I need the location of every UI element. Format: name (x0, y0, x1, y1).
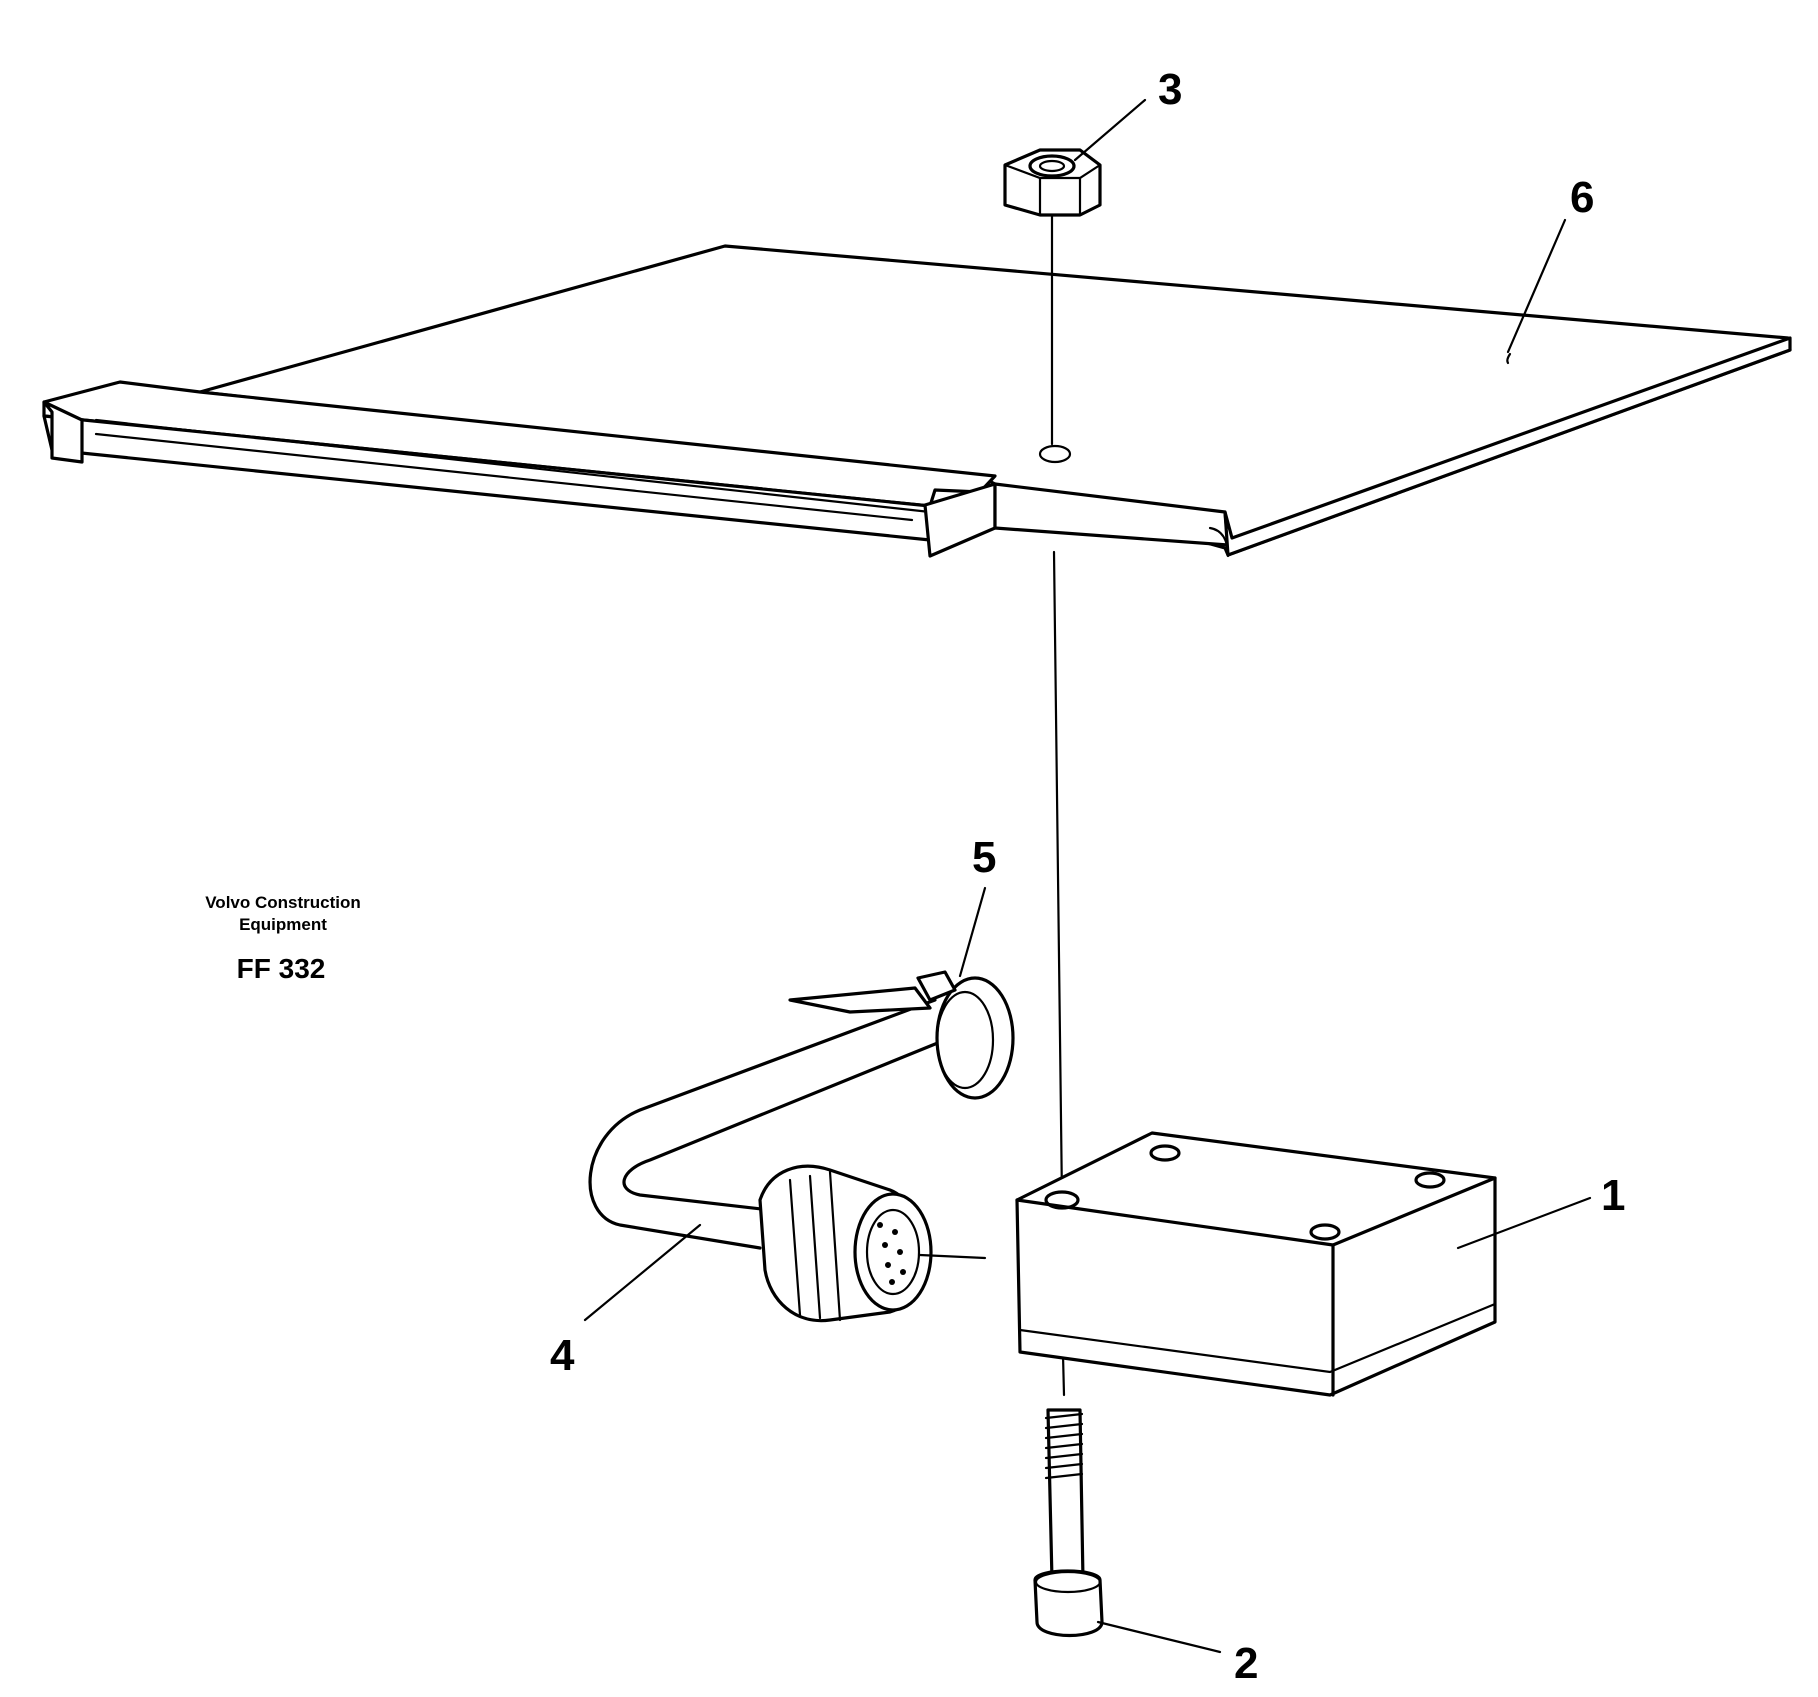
bolt-part-2 (1033, 1408, 1104, 1637)
diagram-code: FF 332 (237, 953, 326, 984)
mounting-plate-part-6 (42, 244, 1792, 558)
brand-line-2: Equipment (239, 915, 327, 934)
nut-part-3 (1003, 148, 1102, 217)
callout-6: 6 (1570, 173, 1594, 222)
callout-1: 1 (1601, 1171, 1625, 1220)
assembly-axis-line (1050, 213, 1066, 1397)
cable-harness-part-4 (588, 998, 987, 1323)
callout-3: 3 (1158, 65, 1182, 114)
callout-2: 2 (1234, 1639, 1258, 1688)
hose-clamp-part-5 (788, 970, 1015, 1100)
callout-4: 4 (550, 1331, 575, 1380)
callout-5: 5 (972, 833, 996, 882)
control-box-part-1 (1015, 1131, 1497, 1397)
leader-lines (583, 98, 1592, 1654)
brand-line-1: Volvo Construction (205, 893, 361, 912)
